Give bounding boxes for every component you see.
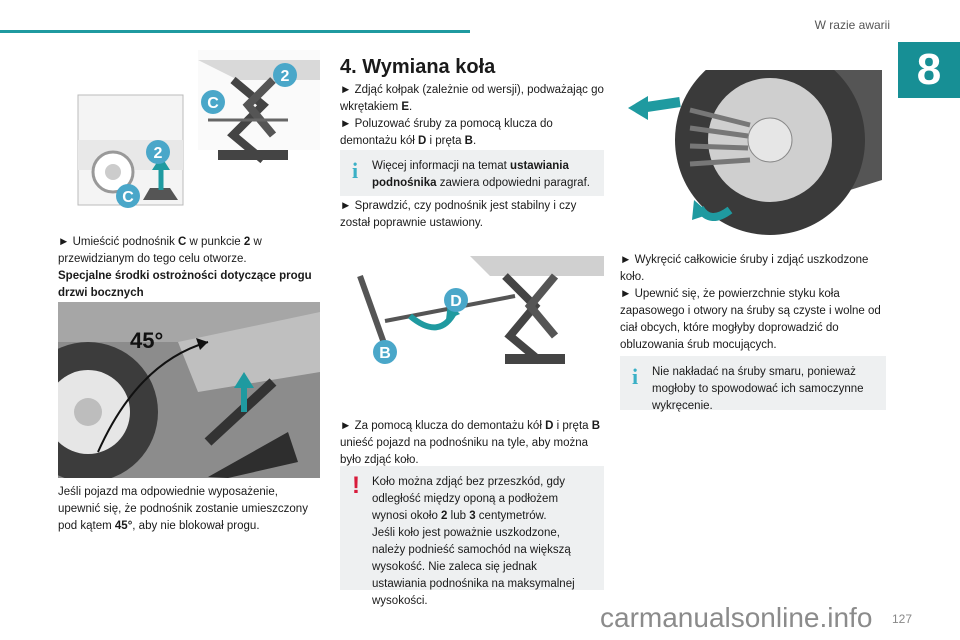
warning-icon: ! (352, 472, 360, 499)
label-circles: 2 C 2 C (116, 63, 297, 208)
info-box-jack: i Więcej informacji na temat ustawiania … (340, 150, 604, 196)
section-heading: 4. Wymiana koła (340, 56, 496, 78)
step-loosen-bolts: ► Poluzować śruby za pomocą klucza do de… (340, 118, 553, 147)
svg-text:C: C (122, 189, 134, 206)
step-remove-hubcap: ► Zdjąć kołpak (zależnie od wersji), pod… (340, 84, 604, 113)
svg-text:2: 2 (281, 68, 290, 85)
jack-placement-illustration: 2 C 2 C (77, 50, 320, 208)
wheel-removal-illustration (620, 70, 882, 238)
wrench-illustration: D B (340, 236, 604, 386)
info-box-grease: i Nie nakładać na śruby smaru, ponieważ … (620, 356, 886, 412)
step-check-jack: ► Sprawdzić, czy podnośnik jest stabilny… (340, 200, 577, 229)
svg-text:C: C (207, 95, 219, 112)
jack-45-degree-illustration: 45° (58, 302, 320, 478)
step-check-surfaces: ► Upewnić się, że powierzchnie styku koł… (620, 288, 881, 351)
info-icon: i (352, 158, 359, 183)
step-raise-vehicle: ► Za pomocą klucza do demontażu kół D i … (340, 420, 601, 466)
page-number: 127 (891, 612, 912, 626)
header-rule (0, 30, 470, 33)
watermark: carmanualsonline.info (600, 602, 873, 633)
info-icon: i (632, 364, 639, 389)
section-title: W razie awarii (814, 18, 890, 32)
note-45-degrees: Jeśli pojazd ma odpowiednie wyposażenie,… (58, 486, 308, 532)
step-place-jack: ► Umieścić podnośnik C w punkcie 2 w prz… (58, 236, 262, 265)
svg-text:B: B (379, 345, 391, 362)
step-remove-wheel: ► Wykręcić całkowicie śruby i zdjąć uszk… (620, 254, 869, 283)
subheading-side-door: Specjalne środki ostrożności dotyczące p… (58, 270, 312, 299)
svg-text:D: D (450, 293, 462, 310)
warning-box-wheel: ! Koło można zdjąć bez przeszkód, gdy od… (340, 466, 604, 607)
angle-label: 45° (130, 328, 163, 353)
svg-text:2: 2 (154, 145, 163, 162)
chapter-tab: 8 (898, 42, 960, 98)
